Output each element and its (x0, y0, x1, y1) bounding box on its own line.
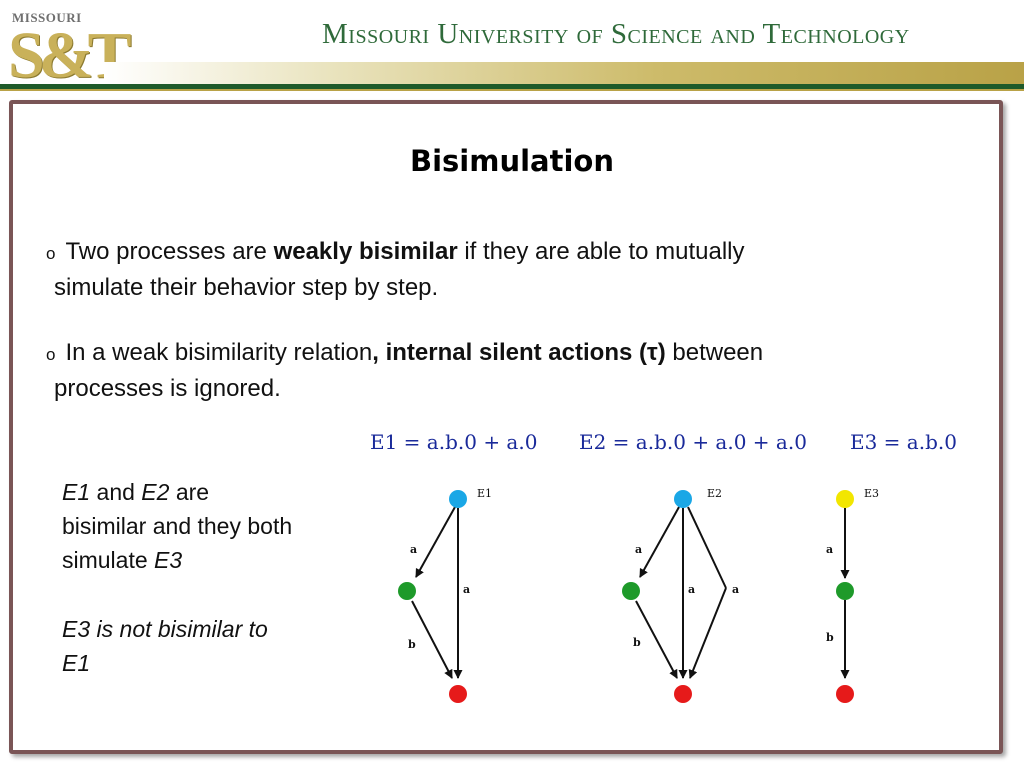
g3-mid-node (836, 582, 854, 600)
header-green-rule (0, 84, 1024, 89)
side-note1-e3: E3 (154, 547, 183, 573)
g2-edge-a-right-label: a (732, 583, 739, 596)
g2-edge-a-left-label: a (635, 543, 642, 556)
bullet-circle-icon: o (46, 244, 56, 263)
side-note1-and: and (90, 479, 142, 505)
bullet2-text-pre: In a weak bisimilarity relation (65, 339, 373, 366)
logo-text-missouri: MISSOURI (12, 10, 82, 25)
header-gold-band (104, 62, 1024, 84)
graph-e3: E3 a b (826, 487, 879, 703)
graph-e2: E2 a a a b (622, 487, 739, 703)
content-frame (9, 100, 1003, 754)
g3-edge-b-label: b (826, 631, 834, 644)
g1-name-label: E1 (477, 487, 492, 500)
header-bar: MISSOURI S&T Missouri University of Scie… (0, 0, 1024, 98)
graph-e1: E1 a a b (398, 487, 492, 703)
transition-graphs-diagram: E1 a a b E2 a a a b E3 a b (398, 487, 879, 703)
g2-edge-b-label: b (633, 636, 641, 649)
side-note-bisimilar: E1 and E2 are bisimilar and they both si… (62, 475, 362, 577)
formula-e2: E2 = a.b.0 + a.0 + a.0 (579, 430, 807, 454)
side-note2-line2: E1 (62, 650, 91, 676)
g2-start-node (674, 490, 692, 508)
g2-edge-a-left (639, 506, 680, 578)
g1-edge-a-left (415, 506, 456, 578)
g1-start-node (449, 490, 467, 508)
g1-end-node (449, 685, 467, 703)
side-note1-e1: E1 (62, 479, 91, 505)
side-note2-line1: E3 is not bisimilar to (62, 616, 268, 642)
g2-edge-a-right-down (687, 506, 727, 589)
g1-mid-node (398, 582, 416, 600)
g1-edge-b (411, 600, 453, 679)
bullet1-text-post: if they are able to mutually (457, 238, 745, 265)
bullet-silent-actions: o In a weak bisimilarity relation, intern… (46, 336, 926, 406)
side-note1-line3: simulate (62, 547, 155, 573)
g2-edge-a-mid-label: a (688, 583, 695, 596)
g1-edge-b-label: b (408, 638, 416, 651)
bullet1-text-bold: weakly bisimilar (273, 238, 458, 265)
bullet1-text-pre: Two processes are (65, 238, 274, 265)
g2-mid-node (622, 582, 640, 600)
side-note-not-bisimilar: E3 is not bisimilar to E1 (62, 612, 362, 680)
bullet-circle-icon: o (46, 345, 56, 364)
university-logo: MISSOURI S&T (8, 8, 132, 92)
side-note1-are: are (169, 479, 210, 505)
university-name: Missouri University of Science and Techn… (322, 18, 910, 50)
g2-edge-b (635, 600, 678, 679)
g2-edge-a-right-return (688, 587, 727, 679)
g3-name-label: E3 (864, 487, 879, 500)
bullet-weak-bisimilar: o Two processes are weakly bisimilar if t… (46, 235, 926, 305)
slide-title: Bisimulation (410, 144, 614, 178)
formula-e3: E3 = a.b.0 (850, 430, 957, 454)
bullet2-text-bold: , internal silent actions (τ) (372, 339, 666, 366)
side-note1-e2: E2 (141, 479, 170, 505)
formula-e1: E1 = a.b.0 + a.0 (370, 430, 538, 454)
bullet2-text-post: between (665, 339, 764, 366)
g1-edge-a-right-label: a (463, 583, 470, 596)
g2-name-label: E2 (707, 487, 722, 500)
g1-edge-a-left-label: a (410, 543, 417, 556)
bullet2-text-cont: processes is ignored. (54, 375, 281, 402)
header-gold-rule (0, 89, 1024, 91)
bullet1-text-cont: simulate their behavior step by step. (54, 274, 439, 301)
g2-end-node (674, 685, 692, 703)
side-note1-line2: bisimilar and they both (62, 513, 293, 539)
g3-end-node (836, 685, 854, 703)
g3-start-node (836, 490, 854, 508)
g3-edge-a-label: a (826, 543, 833, 556)
